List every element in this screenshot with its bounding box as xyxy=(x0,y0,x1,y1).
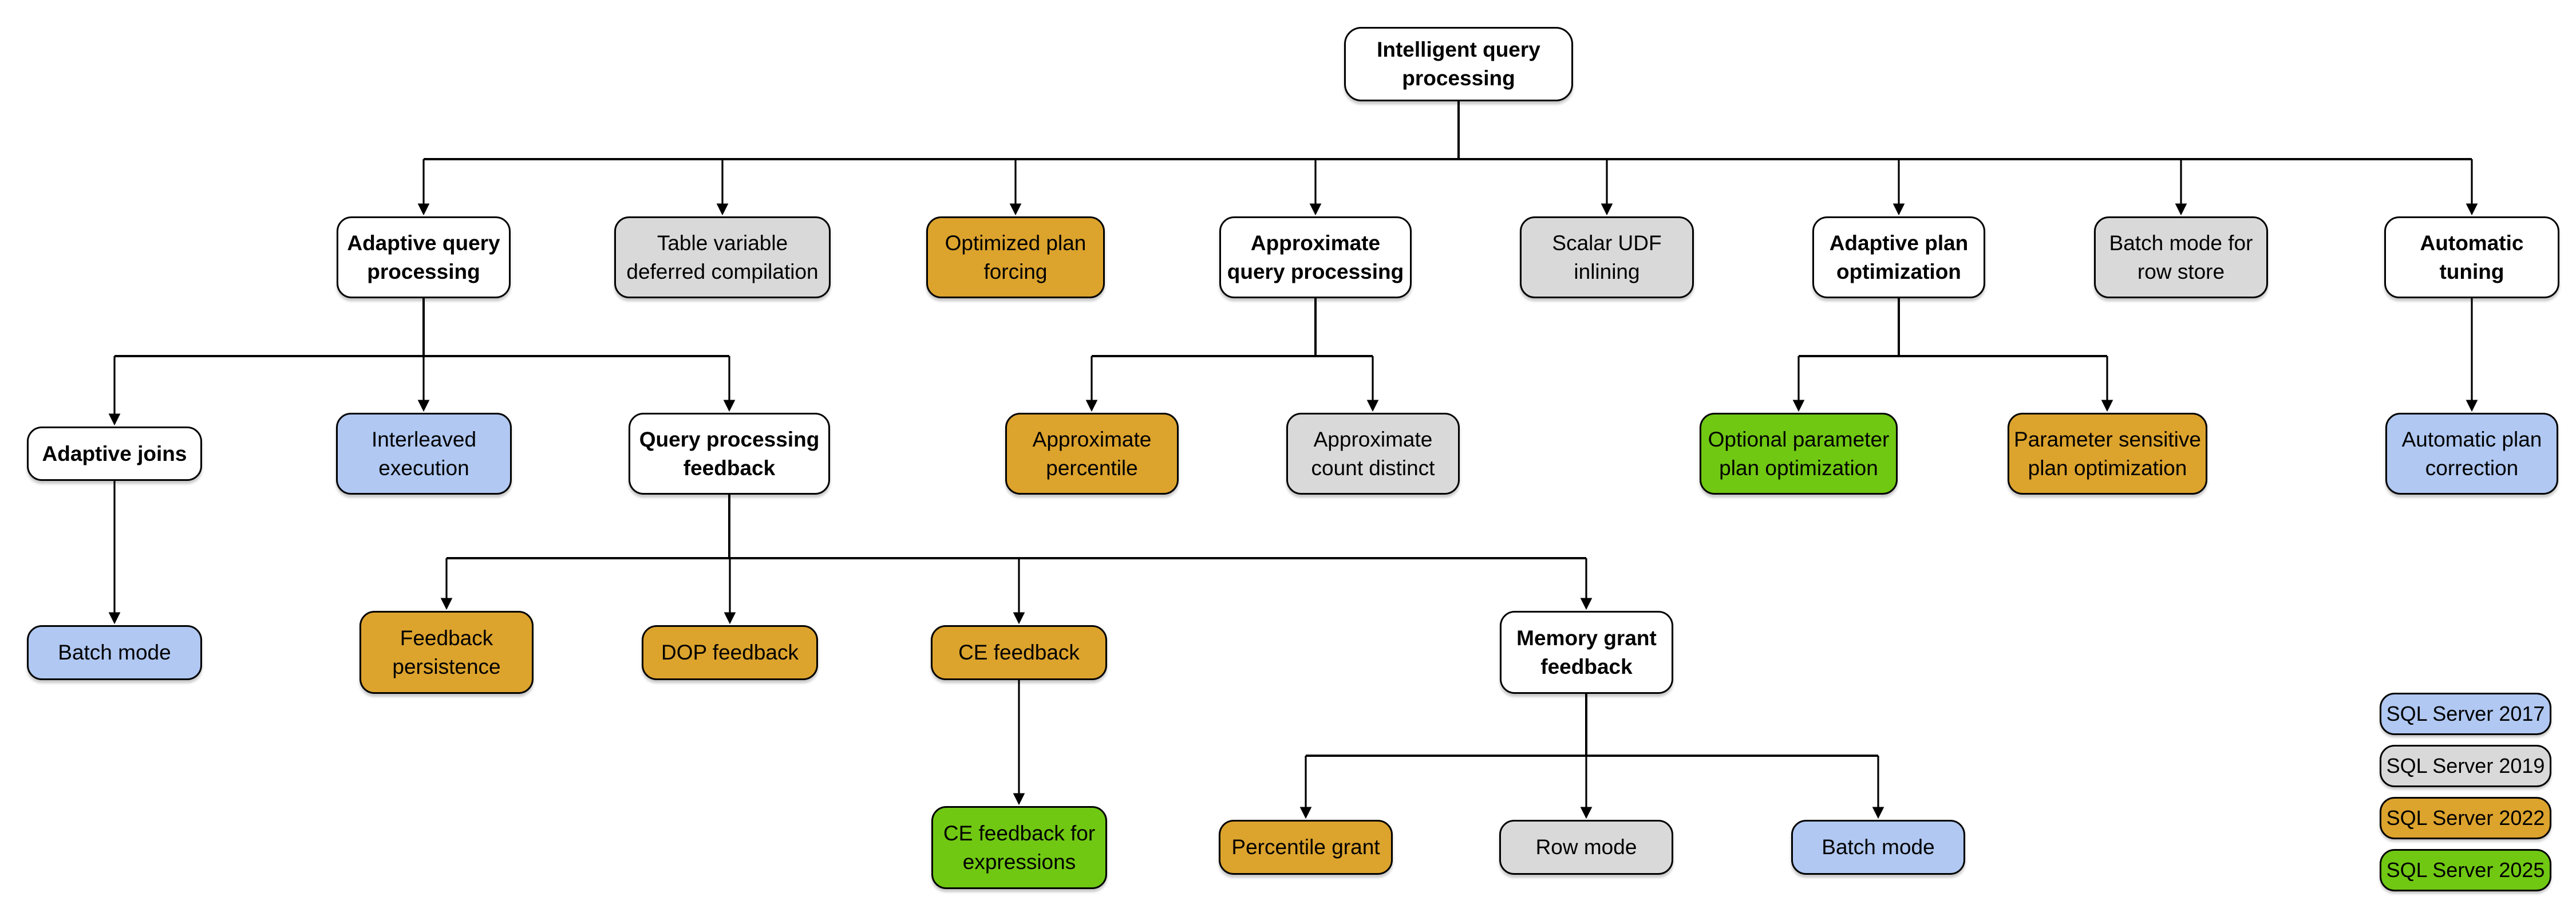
node-interleaved-execution: Interleaved execution xyxy=(336,413,512,495)
node-scalar-udf-inlining: Scalar UDF inlining xyxy=(1520,216,1694,298)
legend-item-sql-server-2019: SQL Server 2019 xyxy=(2380,745,2551,787)
legend-item-sql-server-2025: SQL Server 2025 xyxy=(2380,849,2551,891)
node-adaptive-joins: Adaptive joins xyxy=(27,427,202,481)
node-approximate-count-distinct: Approximate count distinct xyxy=(1286,413,1460,495)
node-batch-mode-2017: Batch mode xyxy=(27,625,202,680)
node-row-mode: Row mode xyxy=(1499,820,1673,875)
node-optimized-plan-forcing: Optimized plan forcing xyxy=(926,216,1105,298)
legend-item-sql-server-2017: SQL Server 2017 xyxy=(2380,693,2551,735)
node-ce-feedback: CE feedback xyxy=(931,625,1107,680)
node-adaptive-plan-optimization: Adaptive plan optimization xyxy=(1812,216,1985,298)
node-percentile-grant: Percentile grant xyxy=(1219,820,1393,875)
node-adaptive-query-processing: Adaptive query processing xyxy=(337,216,511,298)
node-automatic-tuning: Automatic tuning xyxy=(2384,216,2559,298)
tree-skeleton xyxy=(114,101,2472,757)
node-approximate-percentile: Approximate percentile xyxy=(1005,413,1179,495)
node-memory-grant-feedback: Memory grant feedback xyxy=(1500,611,1673,694)
node-approximate-query-processing: Approximate query processing xyxy=(1219,216,1412,298)
node-automatic-plan-correction: Automatic plan correction xyxy=(2385,413,2558,495)
node-dop-feedback: DOP feedback xyxy=(642,625,818,680)
node-ce-feedback-for-expressions: CE feedback for expressions xyxy=(931,806,1107,889)
node-query-processing-feedback: Query processing feedback xyxy=(629,413,830,495)
node-table-variable-deferred-compilation: Table variable deferred compilation xyxy=(614,216,831,298)
node-optional-parameter-plan-optimization: Optional parameter plan optimization xyxy=(1700,413,1898,495)
node-feedback-persistence: Feedback persistence xyxy=(359,611,534,694)
node-batch-mode-for-row-store: Batch mode for row store xyxy=(2094,216,2268,298)
legend-item-sql-server-2022: SQL Server 2022 xyxy=(2380,797,2551,839)
node-intelligent-query-processing: Intelligent query processing xyxy=(1344,27,1573,101)
node-parameter-sensitive-plan-optimization: Parameter sensitive plan optimization xyxy=(2008,413,2207,495)
node-batch-mode-2025: Batch mode xyxy=(1791,820,1965,875)
